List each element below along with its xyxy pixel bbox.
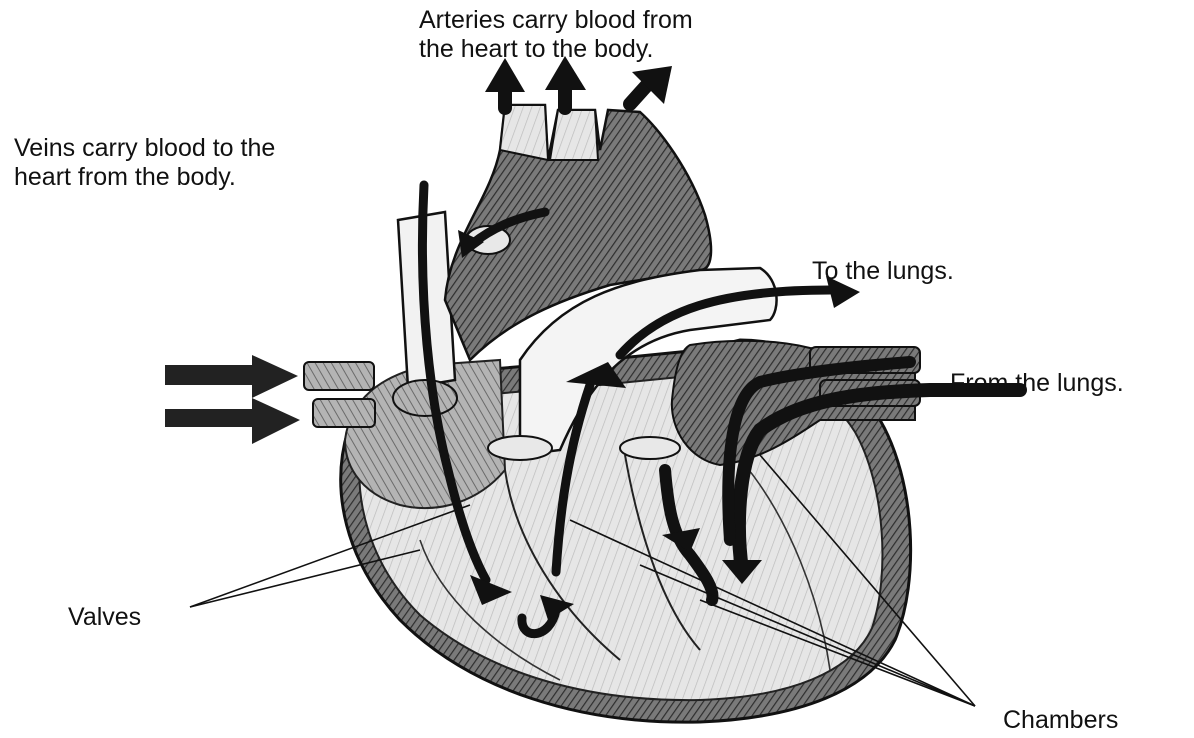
- veins-caption: Veins carry blood to the heart from the …: [14, 134, 275, 192]
- chambers-caption: Chambers: [1003, 706, 1118, 735]
- valves-caption: Valves: [68, 603, 141, 632]
- incoming-vein-arrow-upper-head: [252, 355, 298, 398]
- vein-stub-upper: [304, 362, 374, 390]
- tricuspid-valve: [488, 436, 552, 460]
- to-lungs-caption: To the lungs.: [812, 257, 954, 286]
- veins-caption-line-2: heart from the body.: [14, 163, 275, 192]
- veins-caption-line-1: Veins carry blood to the: [14, 134, 275, 163]
- arteries-caption-line-2: the heart to the body.: [419, 35, 693, 64]
- arteries-caption-line-1: Arteries carry blood from: [419, 6, 693, 35]
- vein-stub-lower: [313, 399, 375, 427]
- incoming-vein-arrow-lower-head: [252, 398, 300, 444]
- pulmonary-valve: [620, 437, 680, 459]
- from-lungs-caption: From the lungs.: [950, 369, 1124, 398]
- aortic-valve: [393, 380, 457, 416]
- arteries-caption: Arteries carry blood from the heart to t…: [419, 6, 693, 64]
- artery-arrow-right: [630, 84, 648, 104]
